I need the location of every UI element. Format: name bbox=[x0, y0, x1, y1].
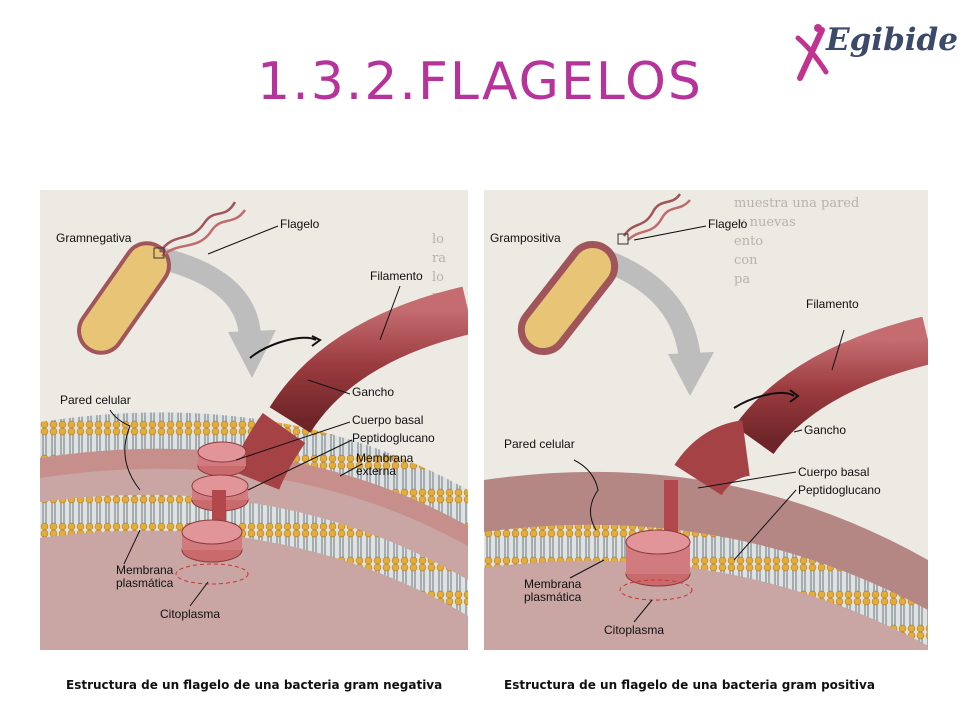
caption-gram-negative: Estructura de un flagelo de una bacteria… bbox=[66, 678, 443, 692]
label-grampositiva: Grampositiva bbox=[490, 231, 561, 245]
label-peptidoglucano: Peptidoglucano bbox=[352, 431, 435, 445]
label-membrana-plasmatica: Membrana plasmática bbox=[116, 563, 174, 590]
label-membrana-externa: Membrana externa bbox=[356, 451, 414, 478]
label-gancho: Gancho bbox=[804, 423, 847, 437]
label-filamento: Filamento bbox=[370, 269, 423, 283]
label-citoplasma: Citoplasma bbox=[604, 623, 665, 637]
label-flagelo: Flagelo bbox=[280, 217, 320, 231]
gram-positive-illustration bbox=[484, 193, 928, 650]
caption-gram-positive: Estructura de un flagelo de una bacteria… bbox=[504, 678, 875, 692]
label-pared-celular: Pared celular bbox=[504, 437, 575, 451]
slide-title: 1.3.2.FLAGELOS bbox=[257, 52, 703, 112]
label-citoplasma: Citoplasma bbox=[160, 607, 221, 621]
basal-body bbox=[619, 480, 693, 601]
gram-positive-bacterium bbox=[517, 240, 619, 356]
gram-positive-diagram: muestra una pared y nuevas ento con pa bbox=[484, 190, 928, 650]
logo-text: Egibide bbox=[826, 22, 958, 58]
label-gancho: Gancho bbox=[352, 385, 395, 399]
label-cuerpo-basal: Cuerpo basal bbox=[352, 413, 424, 427]
label-flagelo: Flagelo bbox=[708, 217, 748, 231]
label-membrana-plasmatica: Membrana plasmática bbox=[524, 577, 582, 604]
label-gramnegativa: Gramnegativa bbox=[56, 231, 132, 245]
label-pared-celular: Pared celular bbox=[60, 393, 131, 407]
gram-negative-bacterium bbox=[77, 241, 171, 355]
label-peptidoglucano: Peptidoglucano bbox=[798, 483, 881, 497]
egibide-logo-mark-icon bbox=[795, 24, 829, 81]
label-cuerpo-basal: Cuerpo basal bbox=[798, 465, 870, 479]
gram-negative-diagram: lo ra lo p. al rs bbox=[40, 190, 468, 650]
background-text: muestra una pared y nuevas ento con pa bbox=[734, 196, 860, 287]
label-filamento: Filamento bbox=[806, 297, 859, 311]
basal-body bbox=[175, 441, 249, 585]
gram-negative-illustration bbox=[40, 201, 468, 650]
